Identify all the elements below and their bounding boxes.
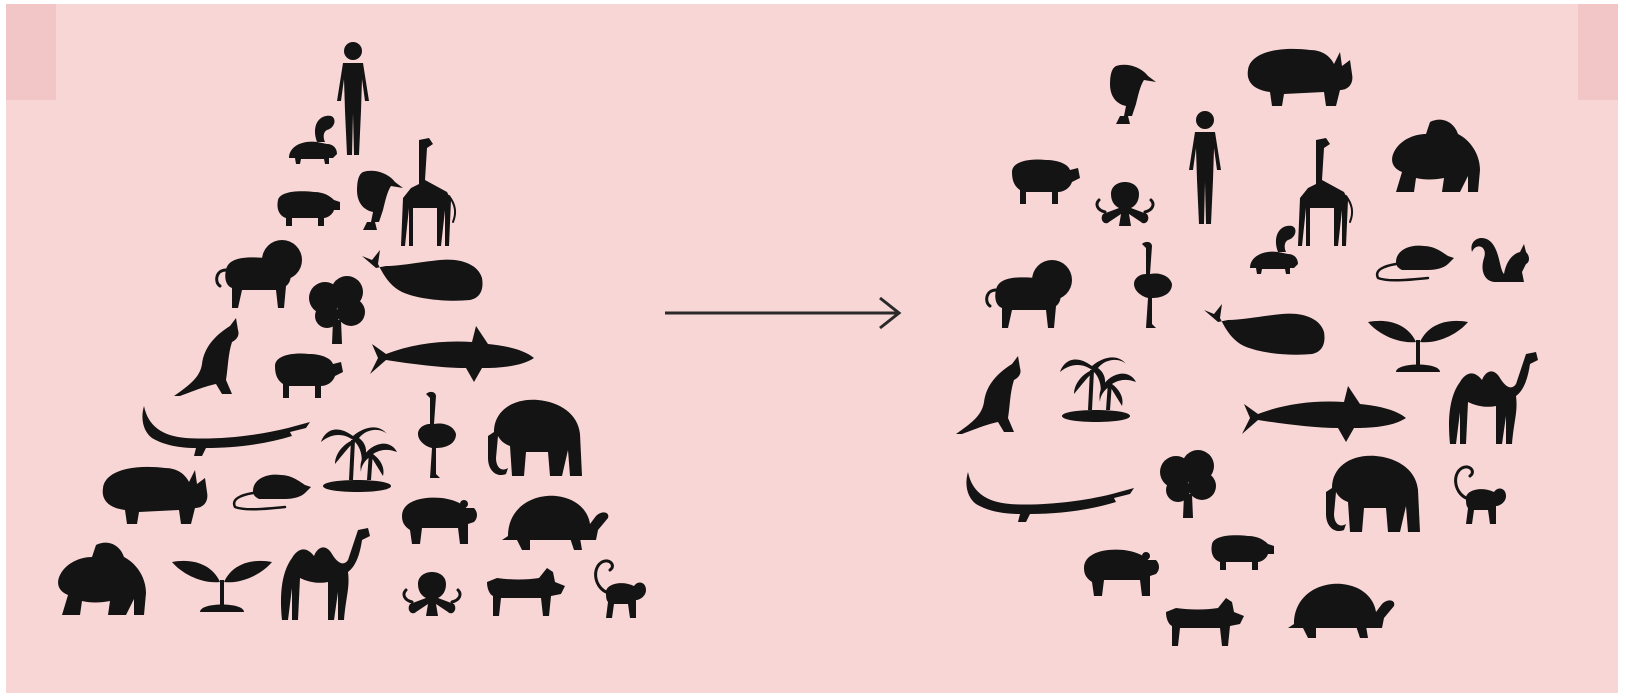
elephant-icon [1326,456,1420,532]
rat-icon [234,475,311,510]
bear-icon [1084,550,1159,596]
monkey-icon [596,561,646,618]
pig-icon [277,191,340,226]
skunk-icon [289,116,337,164]
rat-icon [1377,246,1454,281]
sprout-icon [172,561,272,612]
dog-icon [487,568,565,616]
tortoise-icon [502,496,608,550]
sheep-icon [1012,160,1080,205]
rhino-icon [103,467,208,524]
giraffe-icon [401,138,455,246]
crocodile-icon [966,472,1134,522]
palm-trees-icon [321,427,397,492]
skunk-icon [1250,226,1298,274]
camel-icon [1449,352,1538,444]
scattered-cluster [956,49,1538,646]
monkey-icon [1456,467,1506,524]
human-icon [1189,111,1221,224]
arrow-icon [665,298,899,328]
kangaroo-icon [956,356,1021,434]
kangaroo-icon [174,318,239,396]
gorilla-icon [58,543,146,615]
tree-icon [309,276,365,344]
bear-icon [402,498,477,544]
human-icon [337,42,369,155]
tortoise-icon [1288,584,1394,638]
lion-icon [987,260,1072,328]
tree-icon [1160,450,1216,518]
sheep-icon [275,354,343,399]
ostrich-icon [1134,242,1172,328]
dog-icon [1166,598,1244,646]
toucan-icon [357,171,403,230]
octopus-icon [1097,182,1153,226]
whale-icon [362,250,483,301]
elephant-icon [488,400,582,476]
whale-icon [1204,304,1325,355]
giraffe-icon [1298,138,1352,246]
rhino-icon [1248,49,1353,106]
shark-icon [370,326,534,382]
lion-icon [217,240,302,308]
sprout-icon [1368,321,1468,372]
pig-icon [1211,535,1274,570]
shark-icon [1242,386,1406,442]
ostrich-icon [418,392,456,478]
camel-icon [281,528,370,620]
gorilla-icon [1392,120,1480,192]
palm-trees-icon [1060,357,1136,422]
crocodile-icon [142,406,310,456]
squirrel-icon [1471,238,1529,282]
pyramid-cluster [58,42,646,620]
octopus-icon [404,572,460,616]
toucan-icon [1110,65,1156,124]
